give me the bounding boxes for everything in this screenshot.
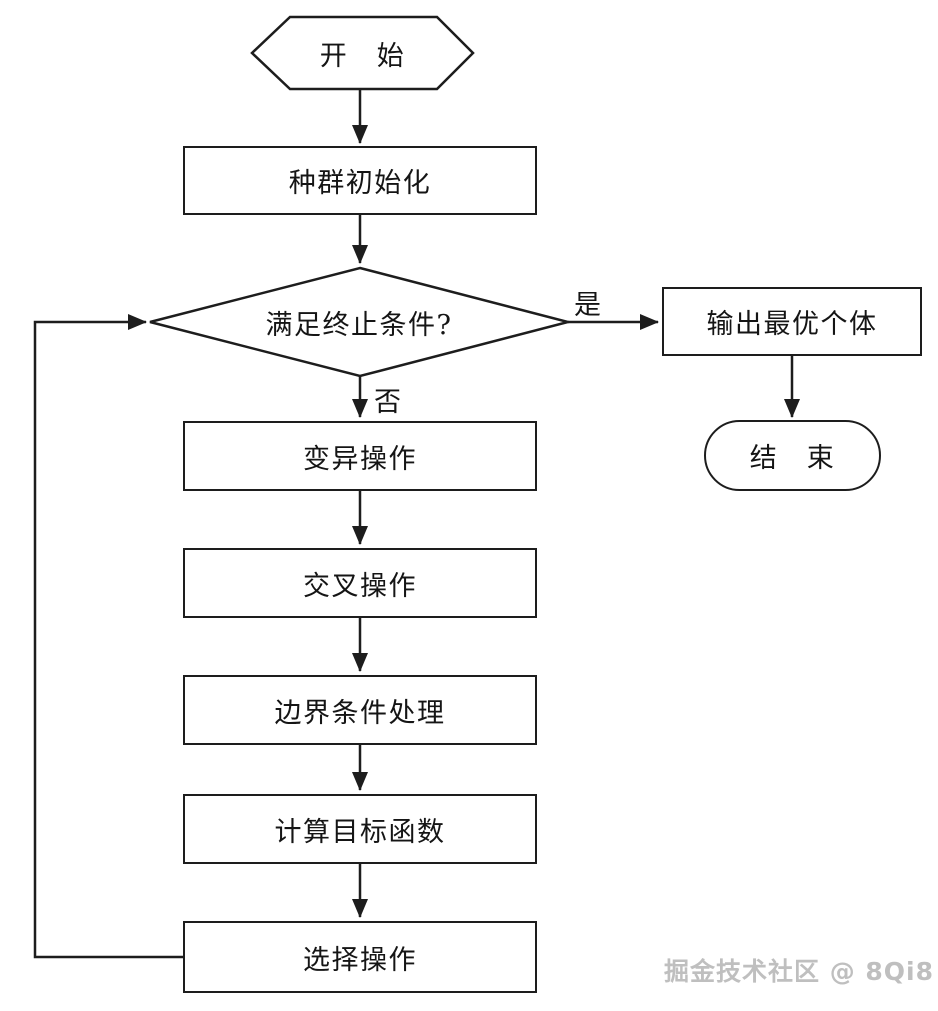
- node-crossover-label: 交叉操作: [303, 570, 417, 602]
- node-crossover: 交叉操作: [183, 548, 537, 618]
- node-start: 开 始: [252, 17, 473, 89]
- node-start-label: 开 始: [319, 40, 406, 72]
- node-end-label: 结 束: [749, 443, 836, 474]
- watermark-text: 掘金技术社区 @ 8Qi8: [664, 957, 935, 986]
- node-selection-label: 选择操作: [303, 944, 417, 976]
- edge-label-no: 否: [374, 387, 401, 418]
- node-end: 结 束: [704, 420, 881, 491]
- node-output-best-individual: 输出最优个体: [662, 287, 922, 356]
- node-population-init: 种群初始化: [183, 146, 537, 215]
- loop-selection-to-condition: [33, 314, 183, 959]
- edge-label-yes: 是: [574, 290, 601, 321]
- node-output-best-individual-label: 输出最优个体: [706, 309, 878, 340]
- node-selection: 选择操作: [183, 921, 537, 993]
- node-population-init-label: 种群初始化: [288, 168, 432, 199]
- node-mutation: 变异操作: [183, 421, 537, 491]
- node-boundary-handling: 边界条件处理: [183, 675, 537, 745]
- node-termination-condition: 满足终止条件?: [150, 268, 568, 376]
- node-objective-function: 计算目标函数: [183, 794, 537, 864]
- node-boundary-handling-label: 边界条件处理: [274, 697, 446, 729]
- node-termination-condition-label: 满足终止条件?: [265, 309, 453, 341]
- node-mutation-label: 变异操作: [303, 443, 417, 475]
- node-objective-function-label: 计算目标函数: [274, 816, 446, 848]
- start-hexagon-shape: [250, 15, 475, 91]
